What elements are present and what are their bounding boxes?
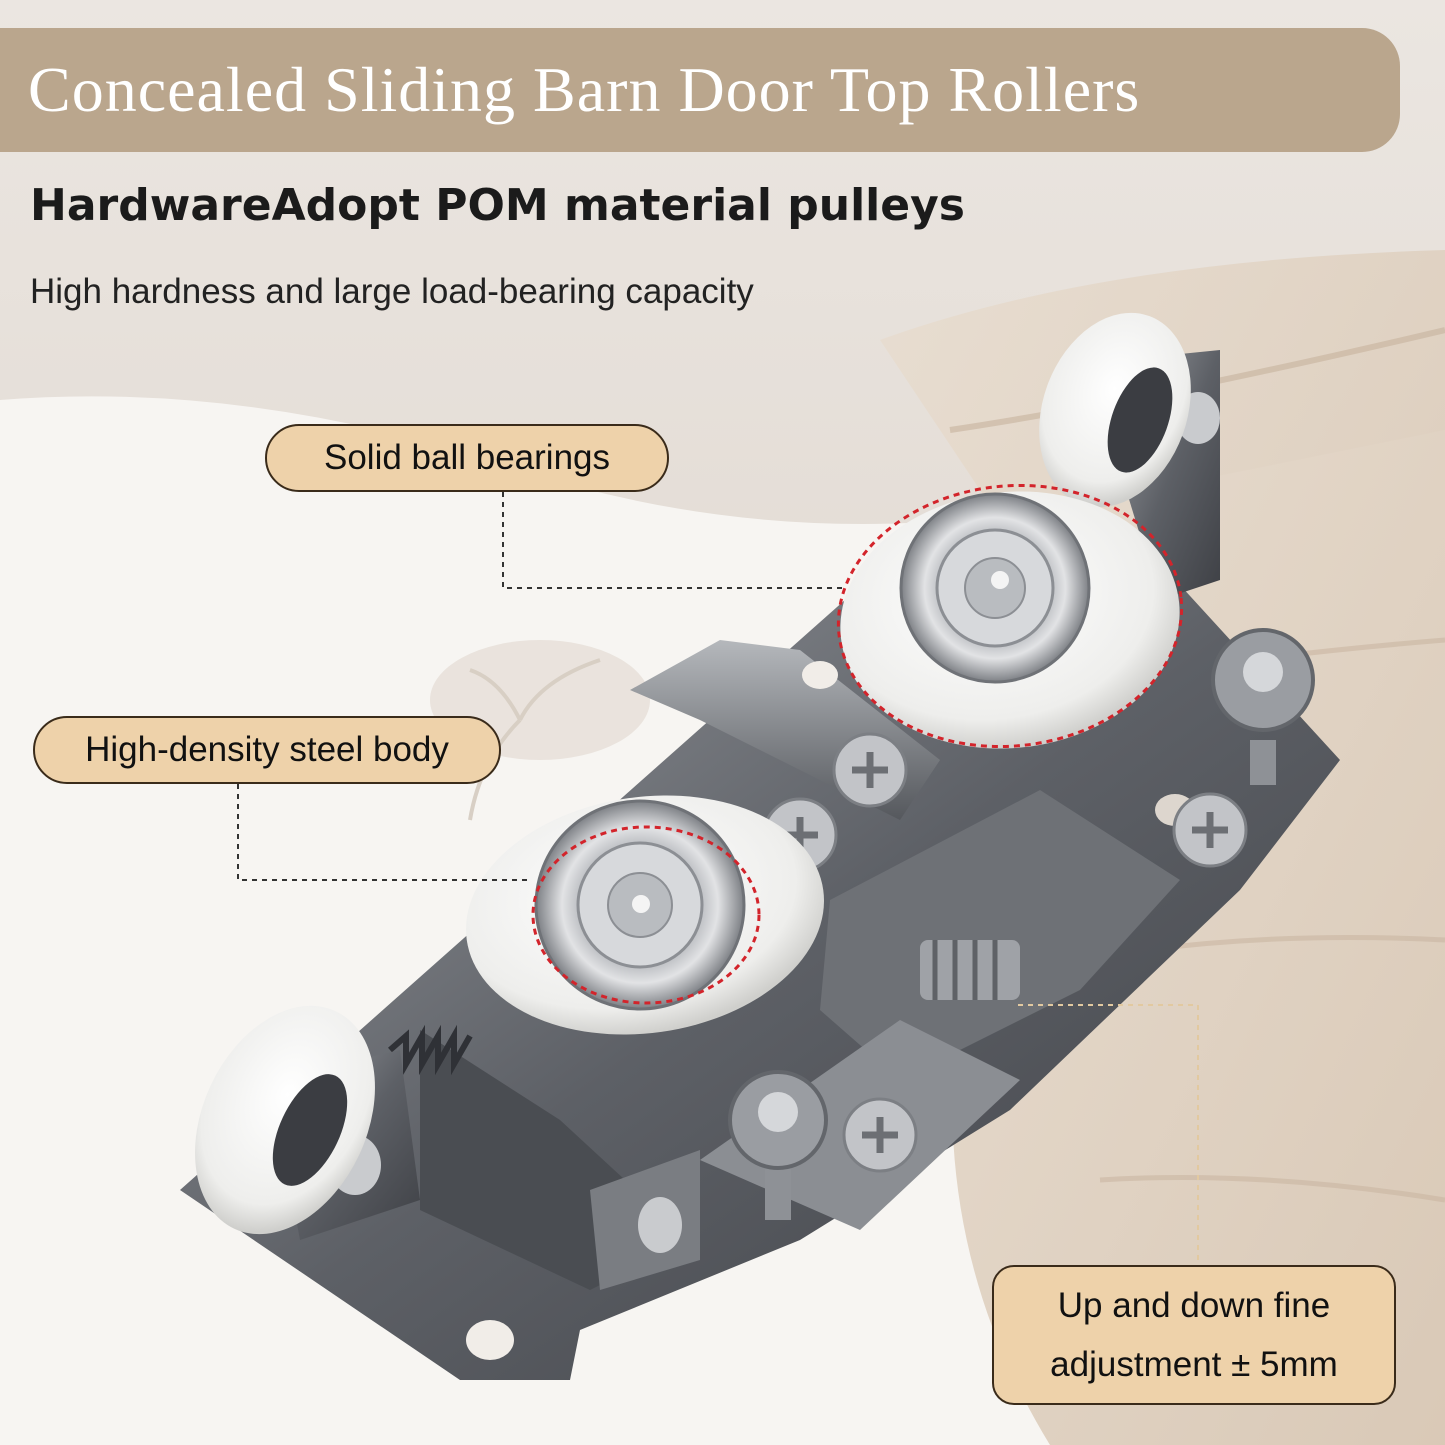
callout-adjustment: Up and down fine adjustment ± 5mm: [992, 1265, 1396, 1405]
callout-adjustment-line2: adjustment ± 5mm: [1050, 1345, 1338, 1384]
callout-steel-body-label: High-density steel body: [85, 730, 449, 769]
callout-steel-body: High-density steel body: [33, 716, 501, 784]
product-heading: HardwareAdopt POM material pulleys: [30, 180, 965, 231]
callout-adjustment-line1: Up and down fine: [1057, 1285, 1331, 1325]
page-title: Concealed Sliding Barn Door Top Rollers: [28, 54, 1141, 125]
callout-bearings: Solid ball bearings: [265, 424, 669, 492]
callout-bearings-label: Solid ball bearings: [323, 438, 610, 477]
product-subheading: High hardness and large load-bearing cap…: [30, 272, 754, 311]
title-banner: Concealed Sliding Barn Door Top Rollers: [0, 28, 1400, 152]
